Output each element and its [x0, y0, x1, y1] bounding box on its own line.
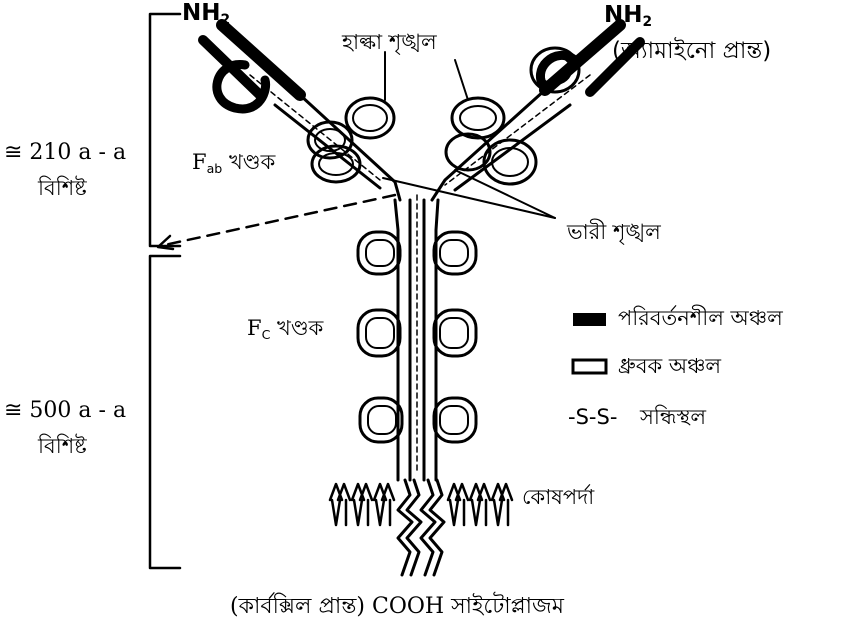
legend-constant-swatch	[573, 360, 606, 373]
fc-label: FC খণ্ডক	[247, 318, 323, 342]
fc-loop-right-3-inner	[440, 406, 468, 434]
heavy-chain-label: ভারী শৃঙ্খল	[567, 222, 661, 243]
legend-disulfide-label: সন্ধিস্থল	[640, 407, 706, 428]
fc-loop-left-3-inner	[368, 406, 396, 434]
tail-right	[421, 480, 435, 575]
nh2-right-label: NH2	[604, 4, 652, 30]
membrane-left	[330, 484, 394, 525]
right-loop-left	[446, 134, 490, 170]
light-chain-label: হাল্কা শৃঙ্খল	[342, 32, 437, 53]
right-arm-dashed	[445, 75, 590, 185]
fc-loop-right-2-inner	[440, 318, 468, 348]
light-chain-pointer-right	[455, 60, 468, 100]
legend-variable-swatch	[573, 313, 606, 326]
right-loop-mid-inner	[460, 106, 496, 130]
dashed-arrow	[160, 195, 395, 246]
legend-disulfide-symbol: -S-S-	[568, 407, 617, 428]
fc-loop-right-1-inner	[440, 240, 468, 266]
tail-left	[398, 480, 412, 575]
bottom-caption: (কার্বক্সিল প্রান্ত) COOH সাইটোপ্লাজম	[230, 596, 564, 618]
left-loop-upper-inner	[353, 105, 387, 131]
heavy-chain-pointer-right	[455, 170, 555, 218]
legend-variable-label: পরিবর্তনশীল অঞ্চল	[618, 308, 783, 329]
membrane-label: কোষপর্দা	[522, 487, 594, 508]
right-loop-right-inner	[492, 148, 528, 176]
fc-loop-left-1-inner	[366, 240, 394, 266]
aa500-label: ≅ 500 a - a	[4, 400, 126, 422]
aa210-sub-label: বিশিষ্ট	[38, 178, 87, 199]
bracket-210	[150, 14, 180, 246]
fab-label: Fab খণ্ডক	[192, 152, 275, 176]
aa500-sub-label: বিশিষ্ট	[38, 436, 87, 457]
fc-loop-left-2-inner	[366, 318, 394, 348]
membrane-right	[448, 484, 512, 525]
aa210-label: ≅ 210 a - a	[4, 142, 126, 164]
bracket-500	[150, 256, 180, 568]
nh2-left-label: NH2	[182, 2, 230, 28]
legend-constant-label: ধ্রুবক অঞ্চল	[618, 356, 721, 377]
amino-end-label: (অ্যামাইনো প্রান্ত)	[612, 40, 771, 63]
